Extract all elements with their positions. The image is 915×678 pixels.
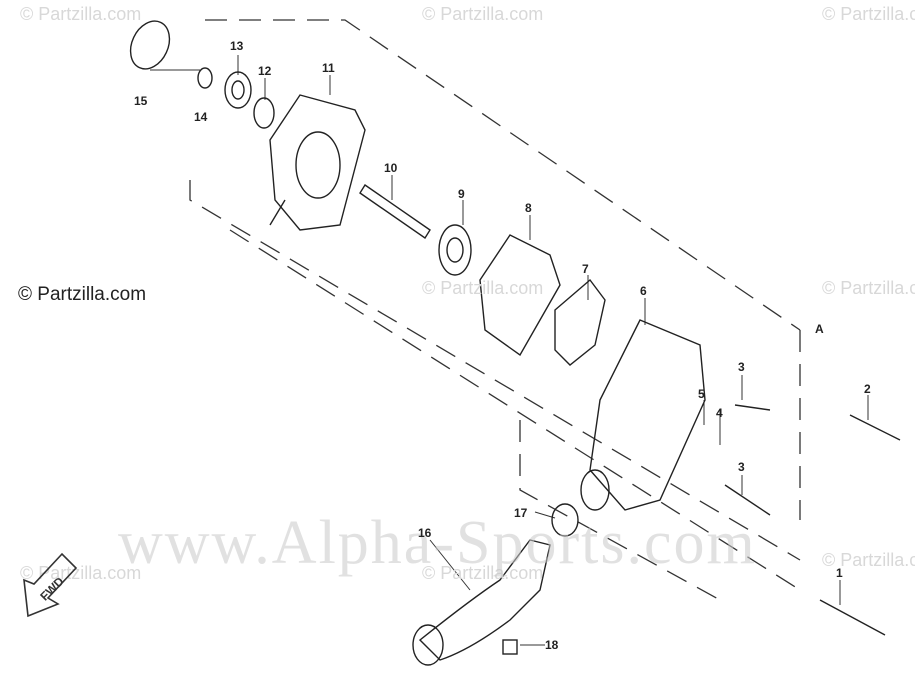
callout-18: 18 — [545, 638, 559, 652]
callout-11: 11 — [322, 61, 335, 75]
callout-1: 1 — [836, 566, 843, 580]
parts-illustration — [129, 20, 901, 666]
callout-12: 12 — [258, 64, 272, 78]
leader-lines — [150, 55, 869, 646]
callout-3b: 3 — [738, 460, 745, 474]
callout-13: 13 — [230, 39, 244, 53]
callout-15: 15 — [134, 94, 148, 108]
watermark-top-left: © Partzilla.com — [20, 4, 142, 24]
callout-16: 16 — [418, 526, 432, 540]
watermark-bottom-right: © Partzilla.com — [822, 550, 915, 570]
assembly-dashed-guides — [189, 19, 801, 601]
callout-9: 9 — [458, 187, 465, 201]
callout-2: 2 — [864, 382, 871, 396]
watermark-mid-center: © Partzilla.com — [422, 278, 544, 298]
callout-4: 4 — [716, 406, 723, 420]
watermark-bottom-left: © Partzilla.com — [20, 563, 142, 583]
callout-8: 8 — [525, 201, 532, 215]
section-label: A — [815, 322, 824, 336]
overlay-watermark: www.Alpha-Sports.com — [118, 509, 757, 577]
callout-6: 6 — [640, 284, 647, 298]
callout-7: 7 — [582, 262, 589, 276]
callout-5: 5 — [698, 387, 705, 401]
callout-17: 17 — [514, 506, 528, 520]
callout-10: 10 — [384, 161, 398, 175]
watermark-mid-right: © Partzilla.com — [822, 278, 915, 298]
callout-14: 14 — [194, 110, 208, 124]
watermark-bottom-center: © Partzilla.com — [422, 563, 544, 583]
forward-arrow-label: FWD — [37, 574, 66, 603]
callout-3a: 3 — [738, 360, 745, 374]
watermark-top-right: © Partzilla.com — [822, 4, 915, 24]
forward-arrow-icon: FWD — [22, 550, 80, 620]
watermark-main: © Partzilla.com — [18, 284, 147, 305]
watermark-top-center: © Partzilla.com — [422, 4, 544, 24]
